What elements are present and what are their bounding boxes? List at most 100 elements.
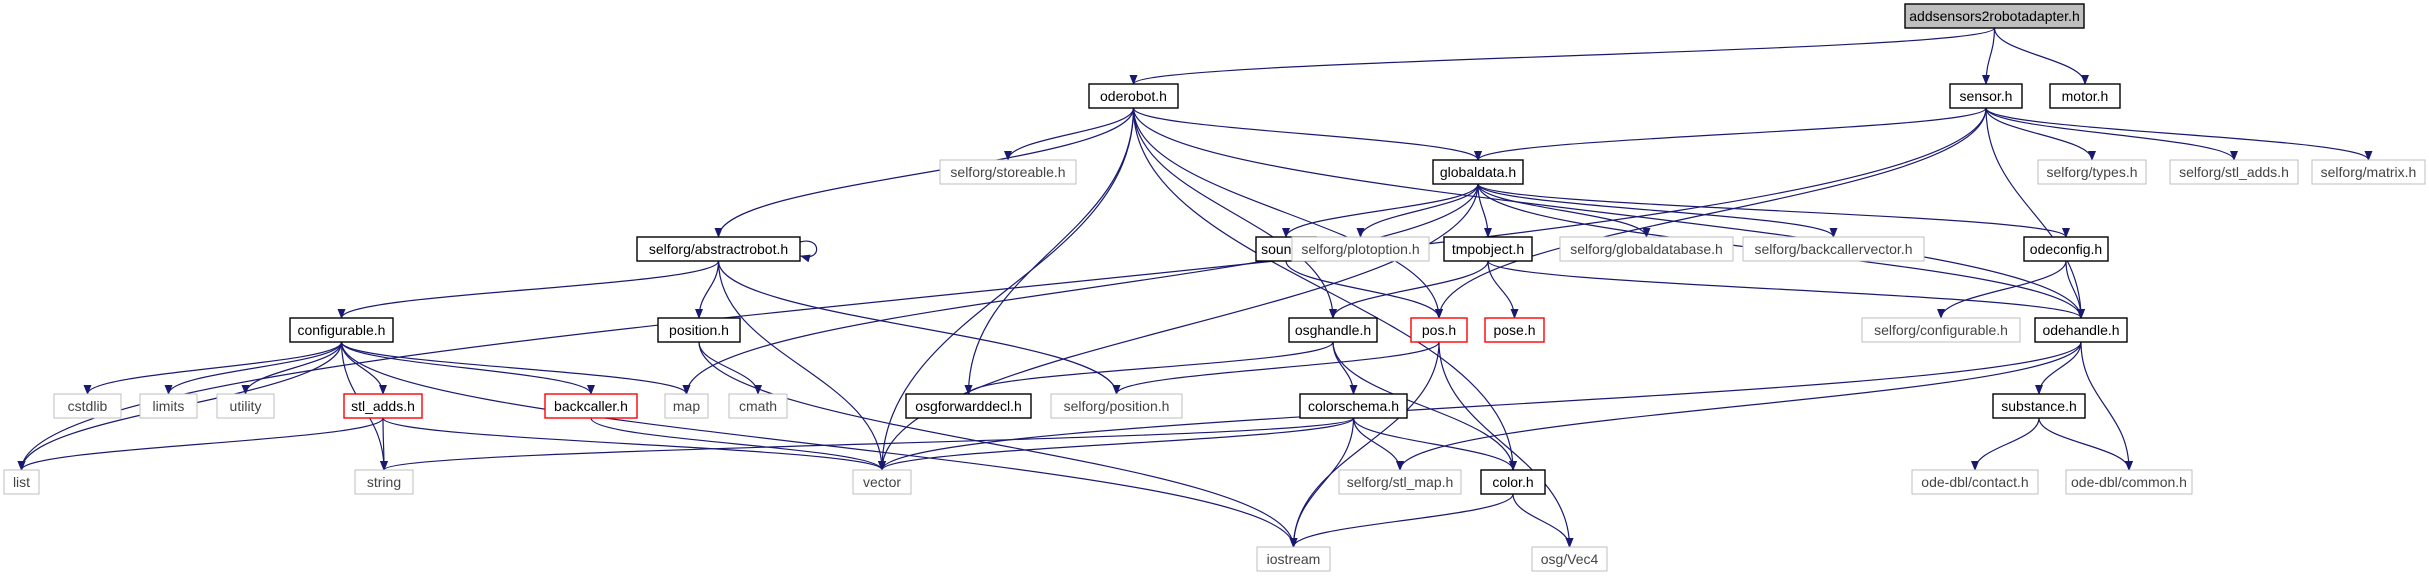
node-box-map xyxy=(664,393,709,419)
node-backcallervector: selforg/backcallervector.h xyxy=(1742,236,1925,262)
node-label-matrix: selforg/matrix.h xyxy=(2321,164,2417,180)
node-plotoption: selforg/plotoption.h xyxy=(1291,236,1430,262)
node-label-iostream: iostream xyxy=(1267,551,1321,567)
node-box-tmpobject xyxy=(1443,236,1533,262)
node-label-odehandle: odehandle.h xyxy=(2042,322,2119,338)
node-label-cstdlib: cstdlib xyxy=(68,398,108,414)
edge-backcaller-to-vector xyxy=(590,417,886,471)
node-box-stl_adds_s xyxy=(2169,159,2299,185)
node-box-matrix xyxy=(2311,159,2426,185)
node-label-color: color.h xyxy=(1492,474,1533,490)
node-pose[interactable]: pose.h xyxy=(1484,317,1545,343)
node-label-odeconfig: odeconfig.h xyxy=(2030,241,2102,257)
node-box-cstdlib xyxy=(53,393,122,419)
edge-colorschema-to-color xyxy=(1352,417,1517,471)
node-abstractrobot[interactable]: selforg/abstractrobot.h xyxy=(636,236,801,262)
node-label-stl_adds_s: selforg/stl_adds.h xyxy=(2179,164,2289,180)
node-label-configurable: configurable.h xyxy=(298,322,386,338)
node-box-cmath xyxy=(728,393,788,419)
edge-root-to-sensor xyxy=(1982,27,1996,85)
node-label-contact: ode-dbl/contact.h xyxy=(1921,474,2028,490)
node-box-contact xyxy=(1911,469,2039,495)
node-osghandle[interactable]: osghandle.h xyxy=(1288,317,1378,343)
edge-abstractrobot-to-position xyxy=(695,260,720,319)
node-list: list xyxy=(3,469,40,495)
edge-configurable-to-backcaller xyxy=(340,341,595,395)
node-motor[interactable]: motor.h xyxy=(2049,83,2121,109)
edge-abstractrobot-to-sposition xyxy=(717,260,1121,395)
edge-pos-to-sposition xyxy=(1112,341,1440,395)
node-tmpobject[interactable]: tmpobject.h xyxy=(1443,236,1533,262)
edge-abstractrobot-to-vector xyxy=(717,260,886,471)
node-color[interactable]: color.h xyxy=(1480,469,1546,495)
node-label-motor: motor.h xyxy=(2062,88,2109,104)
edge-color-to-vec4 xyxy=(1512,493,1574,548)
node-box-string xyxy=(354,469,414,495)
edge-odeconfig-to-sconfigurable xyxy=(1937,260,2067,319)
node-colorschema[interactable]: colorschema.h xyxy=(1299,393,1408,419)
node-label-limits: limits xyxy=(153,398,185,414)
edge-globaldata-to-backcallervector xyxy=(1477,183,1838,238)
node-layer: addsensors2robotadapter.h oderobot.h senso… xyxy=(3,3,2426,572)
node-pos[interactable]: pos.h xyxy=(1410,317,1468,343)
node-label-sconfigurable: selforg/configurable.h xyxy=(1874,322,2008,338)
node-box-odeconfig xyxy=(2023,236,2109,262)
node-position[interactable]: position.h xyxy=(657,317,741,343)
edge-odeconfig-to-odehandle xyxy=(2065,260,2085,319)
node-limits: limits xyxy=(139,393,198,419)
node-box-common xyxy=(2065,469,2193,495)
edge-sensor-to-pos xyxy=(1435,107,1987,319)
edge-oderobot-to-osghandle xyxy=(1132,107,1337,319)
node-cmath: cmath xyxy=(728,393,788,419)
node-label-sposition: selforg/position.h xyxy=(1064,398,1170,414)
edge-configurable-to-map xyxy=(340,341,691,395)
node-label-position: position.h xyxy=(669,322,729,338)
edge-globaldata-to-tmpobject xyxy=(1477,183,1492,238)
edge-odehandle-to-common xyxy=(2080,341,2133,471)
edge-configurable-to-iostream xyxy=(340,341,1298,548)
edge-pos-to-iostream xyxy=(1289,341,1440,548)
node-globaldatabase: selforg/globaldatabase.h xyxy=(1559,236,1734,262)
node-box-sconfigurable xyxy=(1861,317,2021,343)
node-label-map: map xyxy=(673,398,700,414)
node-box-plotoption xyxy=(1291,236,1430,262)
node-substance[interactable]: substance.h xyxy=(1992,393,2086,419)
node-box-pose xyxy=(1484,317,1545,343)
node-vec4: osg/Vec4 xyxy=(1531,546,1608,572)
node-sconfigurable: selforg/configurable.h xyxy=(1861,317,2021,343)
node-odehandle[interactable]: odehandle.h xyxy=(2034,317,2128,343)
node-stl_map: selforg/stl_map.h xyxy=(1338,469,1462,495)
edge-oderobot-to-osgforwarddecl xyxy=(964,107,1135,395)
node-label-storeable: selforg/storeable.h xyxy=(950,164,1065,180)
node-label-list: list xyxy=(13,474,30,490)
node-box-sposition xyxy=(1050,393,1183,419)
node-osgforwarddecl[interactable]: osgforwarddecl.h xyxy=(905,393,1032,419)
edge-position-to-iostream xyxy=(698,341,1298,548)
edge-colorschema-to-vector xyxy=(878,417,1355,471)
edge-oderobot-to-abstractrobot xyxy=(714,107,1135,238)
node-string: string xyxy=(354,469,414,495)
node-box-storeable xyxy=(939,159,1077,185)
node-odeconfig[interactable]: odeconfig.h xyxy=(2023,236,2109,262)
edge-osghandle-to-colorschema xyxy=(1332,341,1358,395)
node-label-plotoption: selforg/plotoption.h xyxy=(1301,241,1419,257)
node-stl_adds[interactable]: stl_adds.h xyxy=(343,393,423,419)
node-label-globaldata: globaldata.h xyxy=(1440,164,1516,180)
edge-globaldata-to-globaldatabase xyxy=(1477,183,1651,238)
node-label-backcaller: backcaller.h xyxy=(554,398,628,414)
edge-osghandle-to-osgforwarddecl xyxy=(964,341,1334,395)
node-oderobot[interactable]: oderobot.h xyxy=(1088,83,1179,109)
node-backcaller[interactable]: backcaller.h xyxy=(544,393,638,419)
edge-root-to-motor xyxy=(1993,27,2089,85)
node-configurable[interactable]: configurable.h xyxy=(289,317,394,343)
node-box-odehandle xyxy=(2034,317,2128,343)
node-label-vector: vector xyxy=(863,474,901,490)
edge-abstractrobot-to-abstractrobot xyxy=(799,240,818,263)
node-stl_adds_s: selforg/stl_adds.h xyxy=(2169,159,2299,185)
node-label-substance: substance.h xyxy=(2001,398,2077,414)
node-sensor[interactable]: sensor.h xyxy=(1949,83,2023,109)
edge-oderobot-to-color xyxy=(1132,107,1517,471)
node-root[interactable]: addsensors2robotadapter.h xyxy=(1904,3,2085,29)
node-globaldata[interactable]: globaldata.h xyxy=(1432,159,1524,185)
